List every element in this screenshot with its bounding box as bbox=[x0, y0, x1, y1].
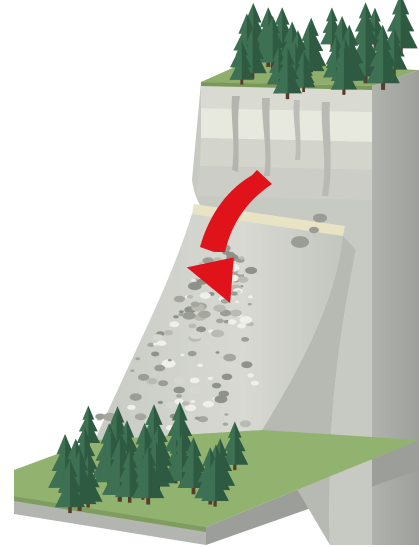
boulder-icon bbox=[135, 413, 147, 420]
boulder-icon bbox=[191, 400, 196, 403]
boulder-icon bbox=[241, 337, 249, 342]
boulder-icon bbox=[191, 302, 200, 308]
boulder-icon bbox=[174, 296, 185, 303]
boulder-icon bbox=[173, 315, 179, 318]
boulder-icon bbox=[168, 359, 172, 361]
boulder-icon bbox=[190, 387, 202, 394]
boulder-icon bbox=[216, 319, 224, 324]
boulder-icon bbox=[174, 387, 185, 394]
boulder-icon bbox=[147, 343, 154, 347]
boulder-icon bbox=[195, 417, 201, 420]
boulder-icon bbox=[166, 402, 177, 408]
boulder-icon bbox=[164, 330, 173, 335]
boulder-icon bbox=[228, 319, 237, 324]
boulder-icon bbox=[135, 357, 140, 360]
boulder-icon bbox=[158, 401, 164, 404]
boulder-icon bbox=[178, 313, 184, 316]
boulder-icon bbox=[211, 330, 224, 338]
boulder-icon bbox=[223, 323, 236, 331]
boulder-icon bbox=[245, 267, 257, 274]
boulder-icon bbox=[240, 420, 251, 427]
boulder-icon bbox=[230, 291, 237, 295]
boulder-icon bbox=[187, 295, 193, 299]
boulder-icon bbox=[190, 378, 200, 384]
boulder-icon bbox=[188, 351, 197, 356]
boulder-icon bbox=[309, 227, 319, 234]
boulder-icon bbox=[190, 331, 203, 339]
boulder-icon bbox=[130, 393, 142, 400]
boulder-icon bbox=[151, 352, 159, 357]
boulder-icon bbox=[182, 312, 195, 320]
boulder-icon bbox=[198, 311, 211, 319]
boulder-icon bbox=[224, 413, 228, 415]
boulder-icon bbox=[238, 276, 249, 282]
boulder-icon bbox=[130, 369, 134, 372]
boulder-icon bbox=[157, 340, 166, 346]
boulder-icon bbox=[313, 213, 327, 222]
boulder-icon bbox=[153, 334, 164, 340]
boulder-icon bbox=[191, 279, 195, 281]
boulder-icon bbox=[226, 252, 235, 257]
boulder-icon bbox=[208, 377, 213, 380]
boulder-icon bbox=[291, 236, 309, 248]
boulder-icon bbox=[237, 270, 244, 274]
boulder-icon bbox=[223, 423, 229, 426]
boulder-icon bbox=[235, 301, 239, 303]
boulder-icon bbox=[147, 378, 158, 384]
boulder-icon bbox=[222, 374, 233, 380]
boulder-icon bbox=[174, 377, 185, 384]
boulder-icon bbox=[176, 394, 182, 398]
boulder-icon bbox=[203, 401, 214, 408]
boulder-icon bbox=[208, 333, 212, 335]
boulder-icon bbox=[251, 381, 259, 386]
boulder-icon bbox=[189, 324, 197, 329]
boulder-icon bbox=[216, 351, 220, 353]
boulder-icon bbox=[219, 391, 230, 397]
boulder-icon bbox=[241, 361, 252, 368]
boulder-icon bbox=[213, 305, 225, 312]
boulder-icon bbox=[247, 373, 254, 377]
boulder-icon bbox=[154, 365, 165, 372]
boulder-icon bbox=[182, 401, 190, 406]
boulder-icon bbox=[237, 323, 245, 328]
boulder-icon bbox=[239, 256, 245, 259]
boulder-icon bbox=[159, 380, 167, 385]
boulder-icon bbox=[180, 354, 184, 356]
boulder-icon bbox=[212, 383, 221, 389]
boulder-icon bbox=[169, 321, 179, 327]
boulder-icon bbox=[205, 341, 212, 345]
boulder-icon bbox=[179, 310, 184, 313]
boulder-icon bbox=[248, 303, 252, 305]
boulder-icon bbox=[127, 405, 136, 410]
boulder-icon bbox=[153, 343, 158, 346]
boulder-icon bbox=[248, 295, 253, 298]
boulder-icon bbox=[200, 292, 211, 299]
boulder-icon bbox=[230, 310, 242, 317]
boulder-icon bbox=[223, 354, 236, 362]
boulder-icon bbox=[197, 364, 203, 367]
boulder-icon bbox=[240, 316, 253, 324]
